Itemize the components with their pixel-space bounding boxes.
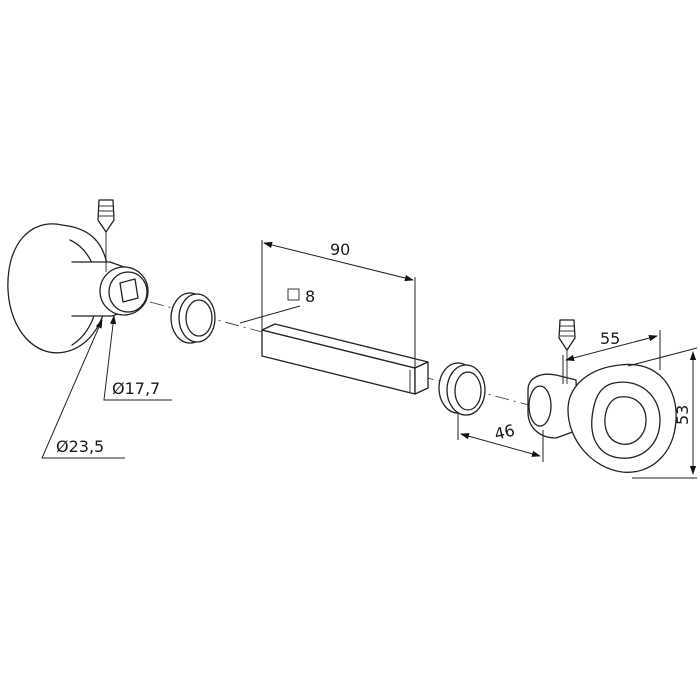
square-symbol-icon: [287, 288, 300, 301]
dim-knob-width: 55: [562, 329, 661, 384]
knob-width-label: 55: [600, 329, 620, 348]
spindle-length-label: 90: [330, 240, 350, 259]
right-ring: [438, 362, 486, 416]
spindle-square-label: 8: [305, 287, 315, 306]
dim-spindle-square: 8: [239, 287, 315, 324]
dim-rose-diameter: Ø23,5: [41, 319, 125, 459]
spindle: [261, 323, 429, 395]
neck-diameter-label: Ø17,7: [112, 379, 160, 398]
dim-spindle-length: 90: [261, 240, 416, 368]
left-ring: [170, 292, 216, 344]
rose-diameter-label: Ø23,5: [56, 437, 104, 456]
dim-neck-diameter: Ø17,7: [103, 315, 172, 401]
dim-knob-projection: 46: [457, 412, 544, 462]
knob-height-label: 53: [673, 405, 692, 425]
left-knob: [7, 199, 149, 354]
dim-knob-height: 53: [627, 347, 698, 479]
right-screw-icon: [558, 319, 576, 384]
right-knob: [527, 319, 677, 473]
knob-projection-label: 46: [492, 421, 516, 444]
left-screw-icon: [97, 199, 115, 272]
